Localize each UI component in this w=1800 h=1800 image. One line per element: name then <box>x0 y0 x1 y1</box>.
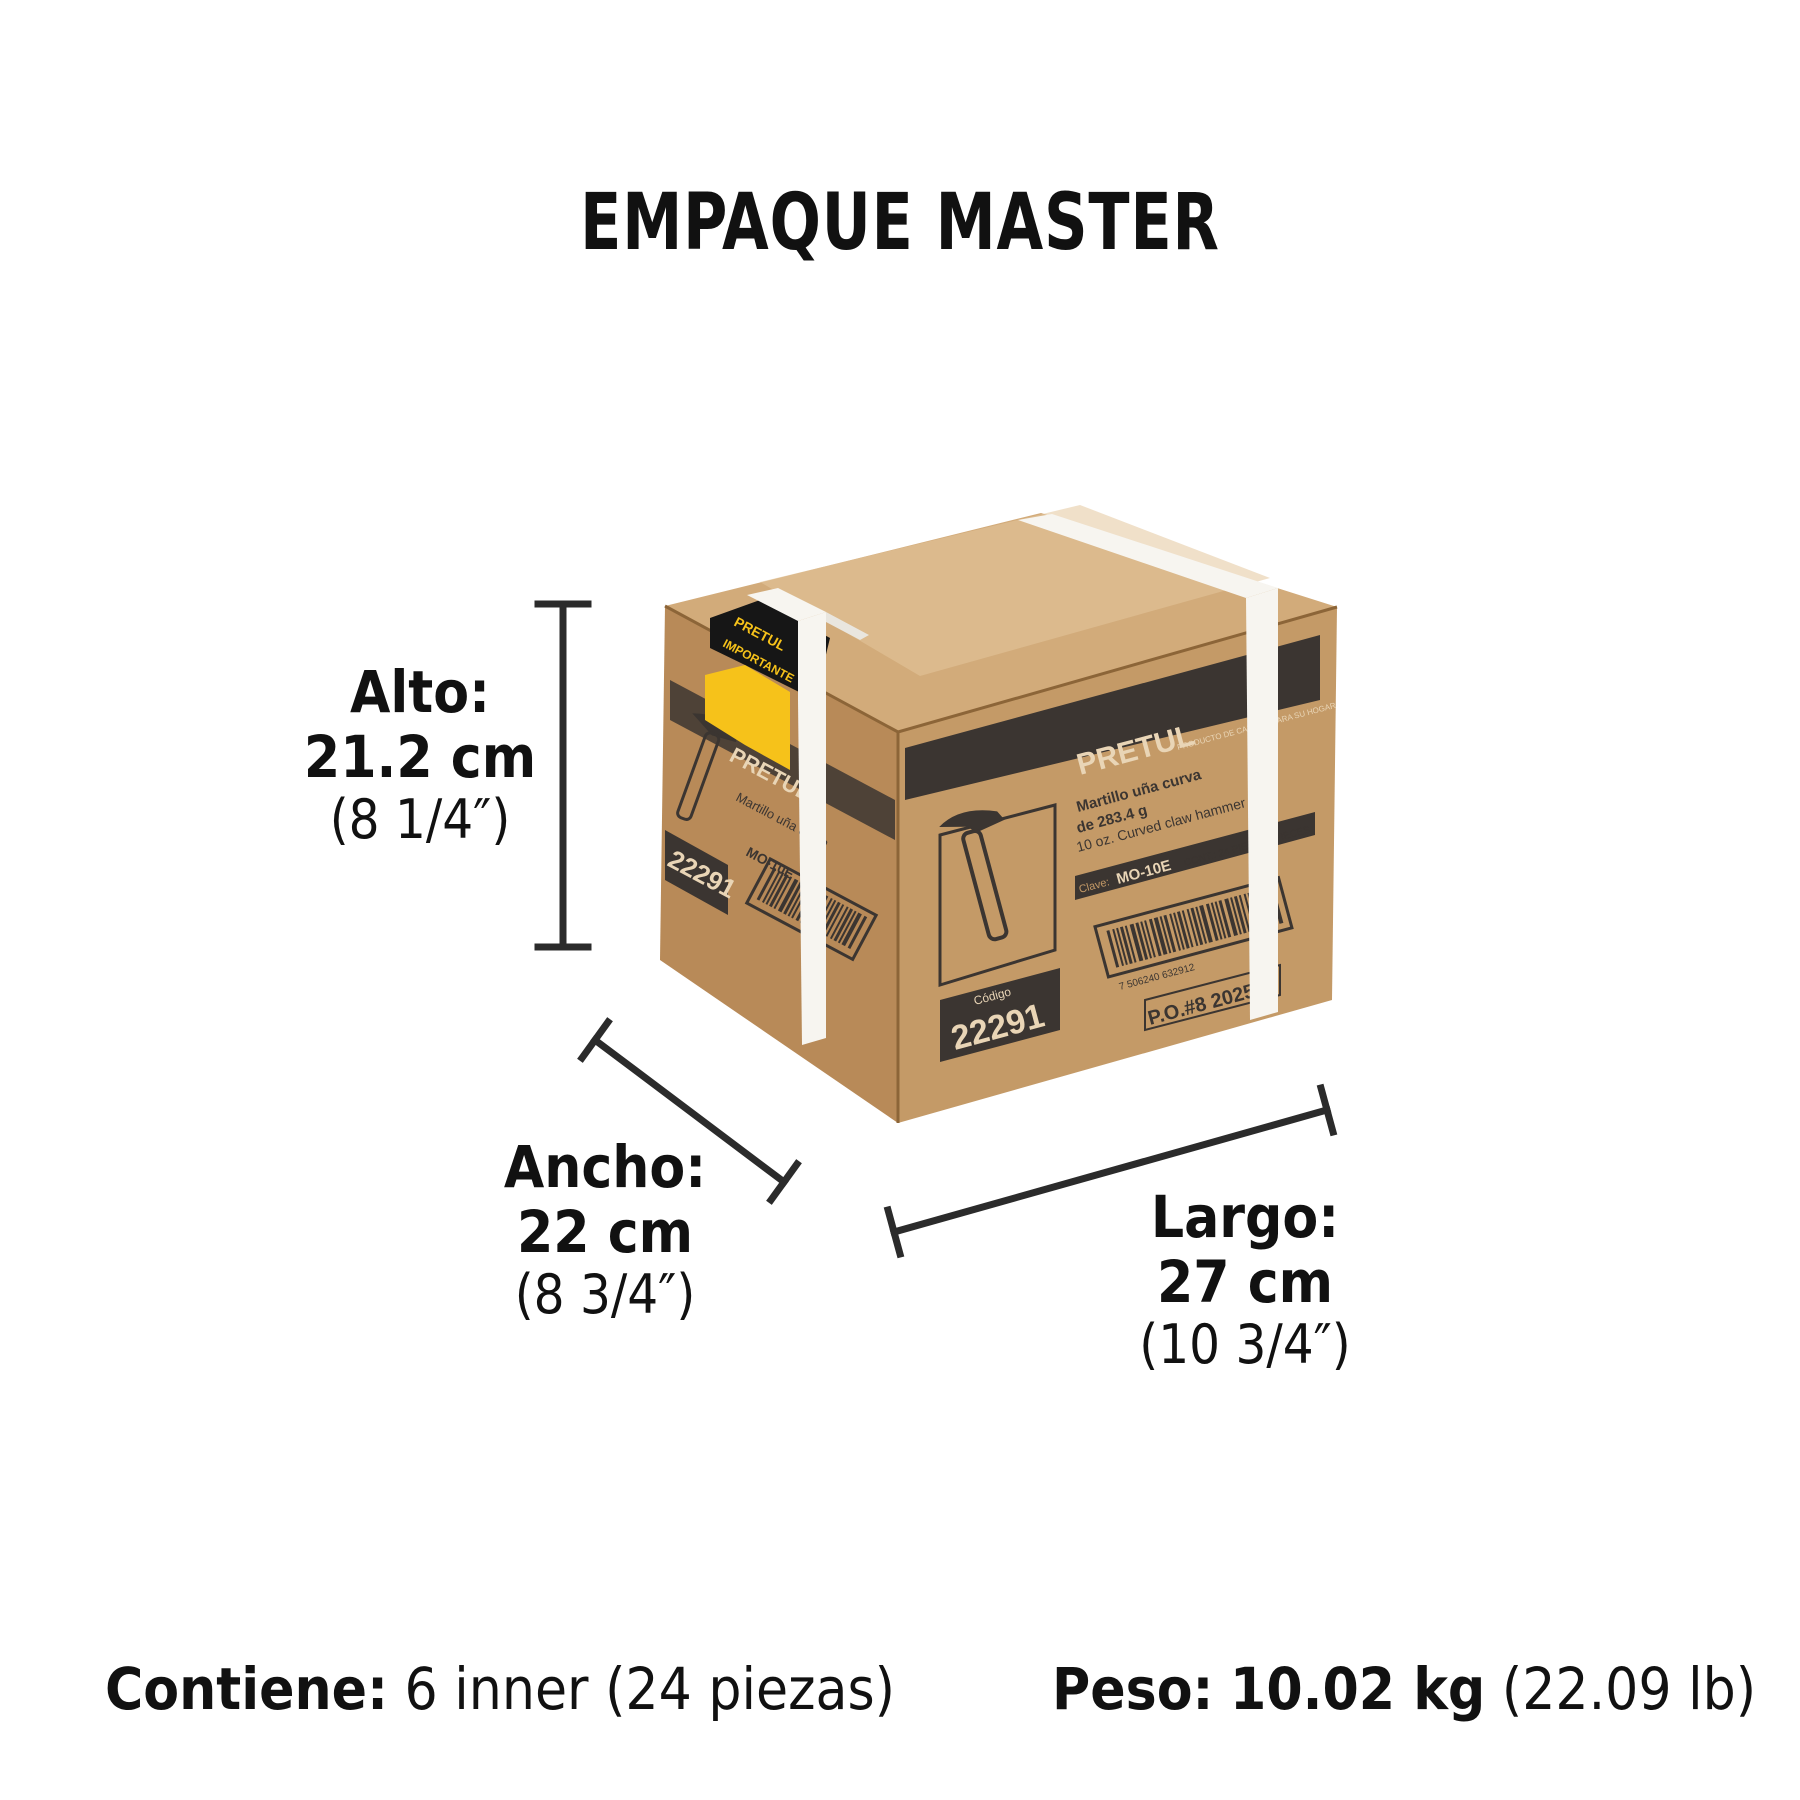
weight-label: Peso: <box>1052 1655 1214 1723</box>
master-box: PRETUL PRODUCTO DE CALIDAD PARA SU HOGAR… <box>660 505 1338 1123</box>
width-imperial: (8 3/4″) <box>514 1262 696 1326</box>
length-metric: 27 cm <box>1156 1247 1334 1316</box>
hammer-icon <box>939 810 1009 942</box>
height-label: Alto: 21.2 cm (8 1/4″) <box>290 660 550 850</box>
width-label: Ancho: 22 cm (8 3/4″) <box>480 1135 730 1325</box>
height-metric: 21.2 cm <box>303 722 537 791</box>
width-label-title: Ancho: <box>503 1133 707 1201</box>
side-hammer-icon <box>676 713 737 821</box>
length-imperial: (10 3/4″) <box>1139 1312 1351 1376</box>
weight-value-lb: (22.09 lb) <box>1501 1655 1757 1723</box>
weight-info: Peso: 10.02 kg (22.09 lb) <box>1052 1655 1756 1723</box>
white-straps <box>747 514 1278 1045</box>
height-imperial: (8 1/4″) <box>329 787 511 851</box>
weight-value-kg: 10.02 kg <box>1230 1655 1486 1723</box>
width-dimension-line <box>577 1017 802 1205</box>
contents-label: Contiene: <box>105 1655 388 1723</box>
width-metric: 22 cm <box>516 1197 694 1266</box>
contents-value: 6 inner (24 piezas) <box>404 1655 896 1723</box>
length-label: Largo: 27 cm (10 3/4″) <box>1110 1185 1380 1375</box>
height-label-title: Alto: <box>350 658 490 726</box>
length-dimension-line <box>883 1083 1338 1259</box>
height-dimension-line <box>534 600 592 951</box>
length-label-title: Largo: <box>1150 1183 1340 1251</box>
contents-info: Contiene: 6 inner (24 piezas) <box>105 1655 895 1723</box>
page-title: EMPAQUE MASTER <box>580 178 1220 268</box>
